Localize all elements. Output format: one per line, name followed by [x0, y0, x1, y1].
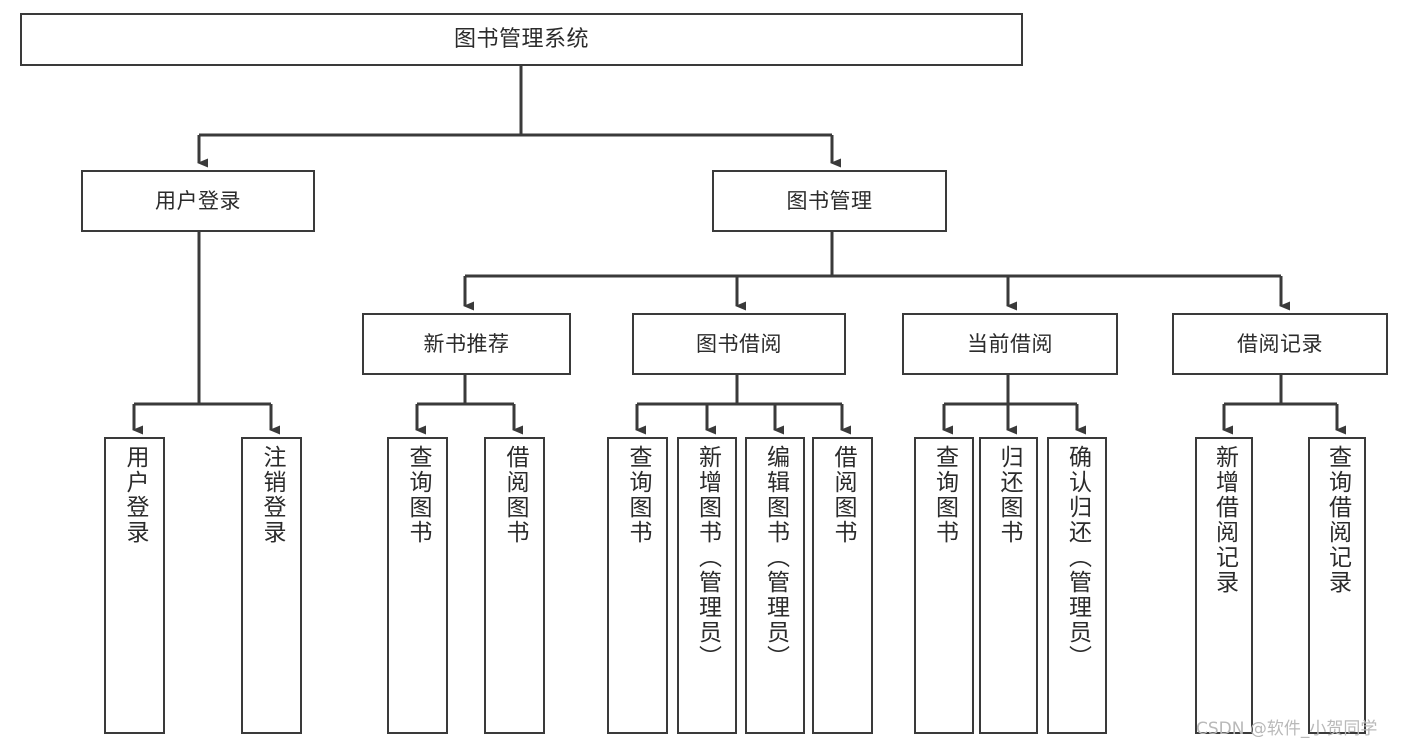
- node-label: 新增图书（管理员）: [694, 445, 721, 670]
- node-label: 借阅记录: [1237, 331, 1323, 356]
- leaf-confirm-return-admin[interactable]: 确认归还（管理员）: [1047, 437, 1107, 734]
- leaf-add-borrow-record[interactable]: 新增借阅记录: [1195, 437, 1253, 734]
- leaf-user-logout[interactable]: 注销登录: [241, 437, 302, 734]
- node-book-management-system[interactable]: 图书管理系统: [20, 13, 1023, 66]
- node-label: 用户登录: [122, 445, 148, 545]
- node-label: 注销登录: [259, 445, 285, 545]
- node-label: 查询图书: [931, 445, 958, 545]
- node-label: 当前借阅: [967, 331, 1053, 356]
- node-label: 图书管理系统: [453, 26, 589, 52]
- leaf-query-book-current[interactable]: 查询图书: [914, 437, 974, 734]
- node-label: 图书管理: [786, 188, 873, 213]
- leaf-borrow-book-recommend[interactable]: 借阅图书: [484, 437, 545, 734]
- node-label: 用户登录: [155, 188, 241, 213]
- csdn-watermark: CSDN @软件_小贺同学: [1196, 719, 1378, 739]
- node-user-login[interactable]: 用户登录: [81, 170, 315, 232]
- leaf-query-book-borrow[interactable]: 查询图书: [607, 437, 668, 734]
- node-label: 图书借阅: [696, 331, 782, 356]
- node-book-management[interactable]: 图书管理: [712, 170, 947, 232]
- leaf-edit-book-admin[interactable]: 编辑图书（管理员）: [745, 437, 805, 734]
- node-label: 归还图书: [996, 445, 1022, 545]
- node-label: 借阅图书: [502, 445, 528, 545]
- node-label: 确认归还（管理员）: [1064, 445, 1091, 670]
- node-label: 新书推荐: [423, 331, 510, 356]
- leaf-borrow-book-borrow[interactable]: 借阅图书: [812, 437, 873, 734]
- leaf-return-book[interactable]: 归还图书: [979, 437, 1038, 734]
- node-label: 编辑图书（管理员）: [762, 445, 789, 670]
- node-current-borrow[interactable]: 当前借阅: [902, 313, 1118, 375]
- node-label: 借阅图书: [830, 445, 856, 545]
- node-borrow-record[interactable]: 借阅记录: [1172, 313, 1388, 375]
- node-label: 查询借阅记录: [1324, 445, 1351, 595]
- leaf-user-login[interactable]: 用户登录: [104, 437, 165, 734]
- node-label: 查询图书: [625, 445, 651, 545]
- node-book-borrow[interactable]: 图书借阅: [632, 313, 846, 375]
- node-label: 新增借阅记录: [1211, 445, 1238, 595]
- leaf-query-borrow-record[interactable]: 查询借阅记录: [1308, 437, 1366, 734]
- leaf-add-book-admin[interactable]: 新增图书（管理员）: [677, 437, 737, 734]
- node-label: 查询图书: [405, 445, 431, 545]
- node-new-book-recommend[interactable]: 新书推荐: [362, 313, 571, 375]
- leaf-query-book-recommend[interactable]: 查询图书: [387, 437, 448, 734]
